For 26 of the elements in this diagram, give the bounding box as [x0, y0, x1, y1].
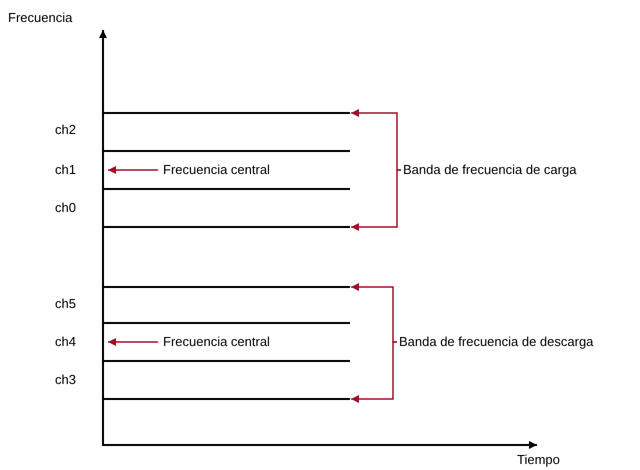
- channel-label: ch2: [55, 122, 76, 138]
- frequency-line: [103, 286, 350, 288]
- bracket-arrow: [351, 283, 397, 343]
- frequency-line: [103, 360, 350, 362]
- channel-label: ch1: [55, 162, 106, 178]
- arrow: [108, 166, 158, 174]
- channel-label: ch5: [55, 296, 76, 312]
- arrow: [108, 338, 158, 346]
- axis-label: Tiempo: [517, 452, 560, 468]
- frequency-line: [103, 322, 350, 324]
- frequency-line: [103, 226, 350, 228]
- frequency-line: [103, 398, 350, 400]
- channel-label: ch3: [55, 372, 76, 388]
- band-label: Banda de frecuencia de descarga: [399, 334, 594, 350]
- frequency-line: [103, 188, 350, 190]
- annotation-text: Frecuencia central: [163, 334, 270, 350]
- channel-label: ch4: [55, 334, 106, 350]
- frequency-line: [103, 150, 350, 152]
- bracket-arrow: [351, 109, 401, 171]
- axis-label: Frecuencia: [8, 10, 72, 26]
- band-label: Banda de frecuencia de carga: [403, 162, 576, 178]
- bracket-arrow: [351, 169, 401, 231]
- bracket-arrow: [351, 341, 397, 403]
- channel-label: ch0: [55, 200, 76, 216]
- frequency-line: [103, 112, 350, 114]
- annotation-text: Frecuencia central: [163, 162, 270, 178]
